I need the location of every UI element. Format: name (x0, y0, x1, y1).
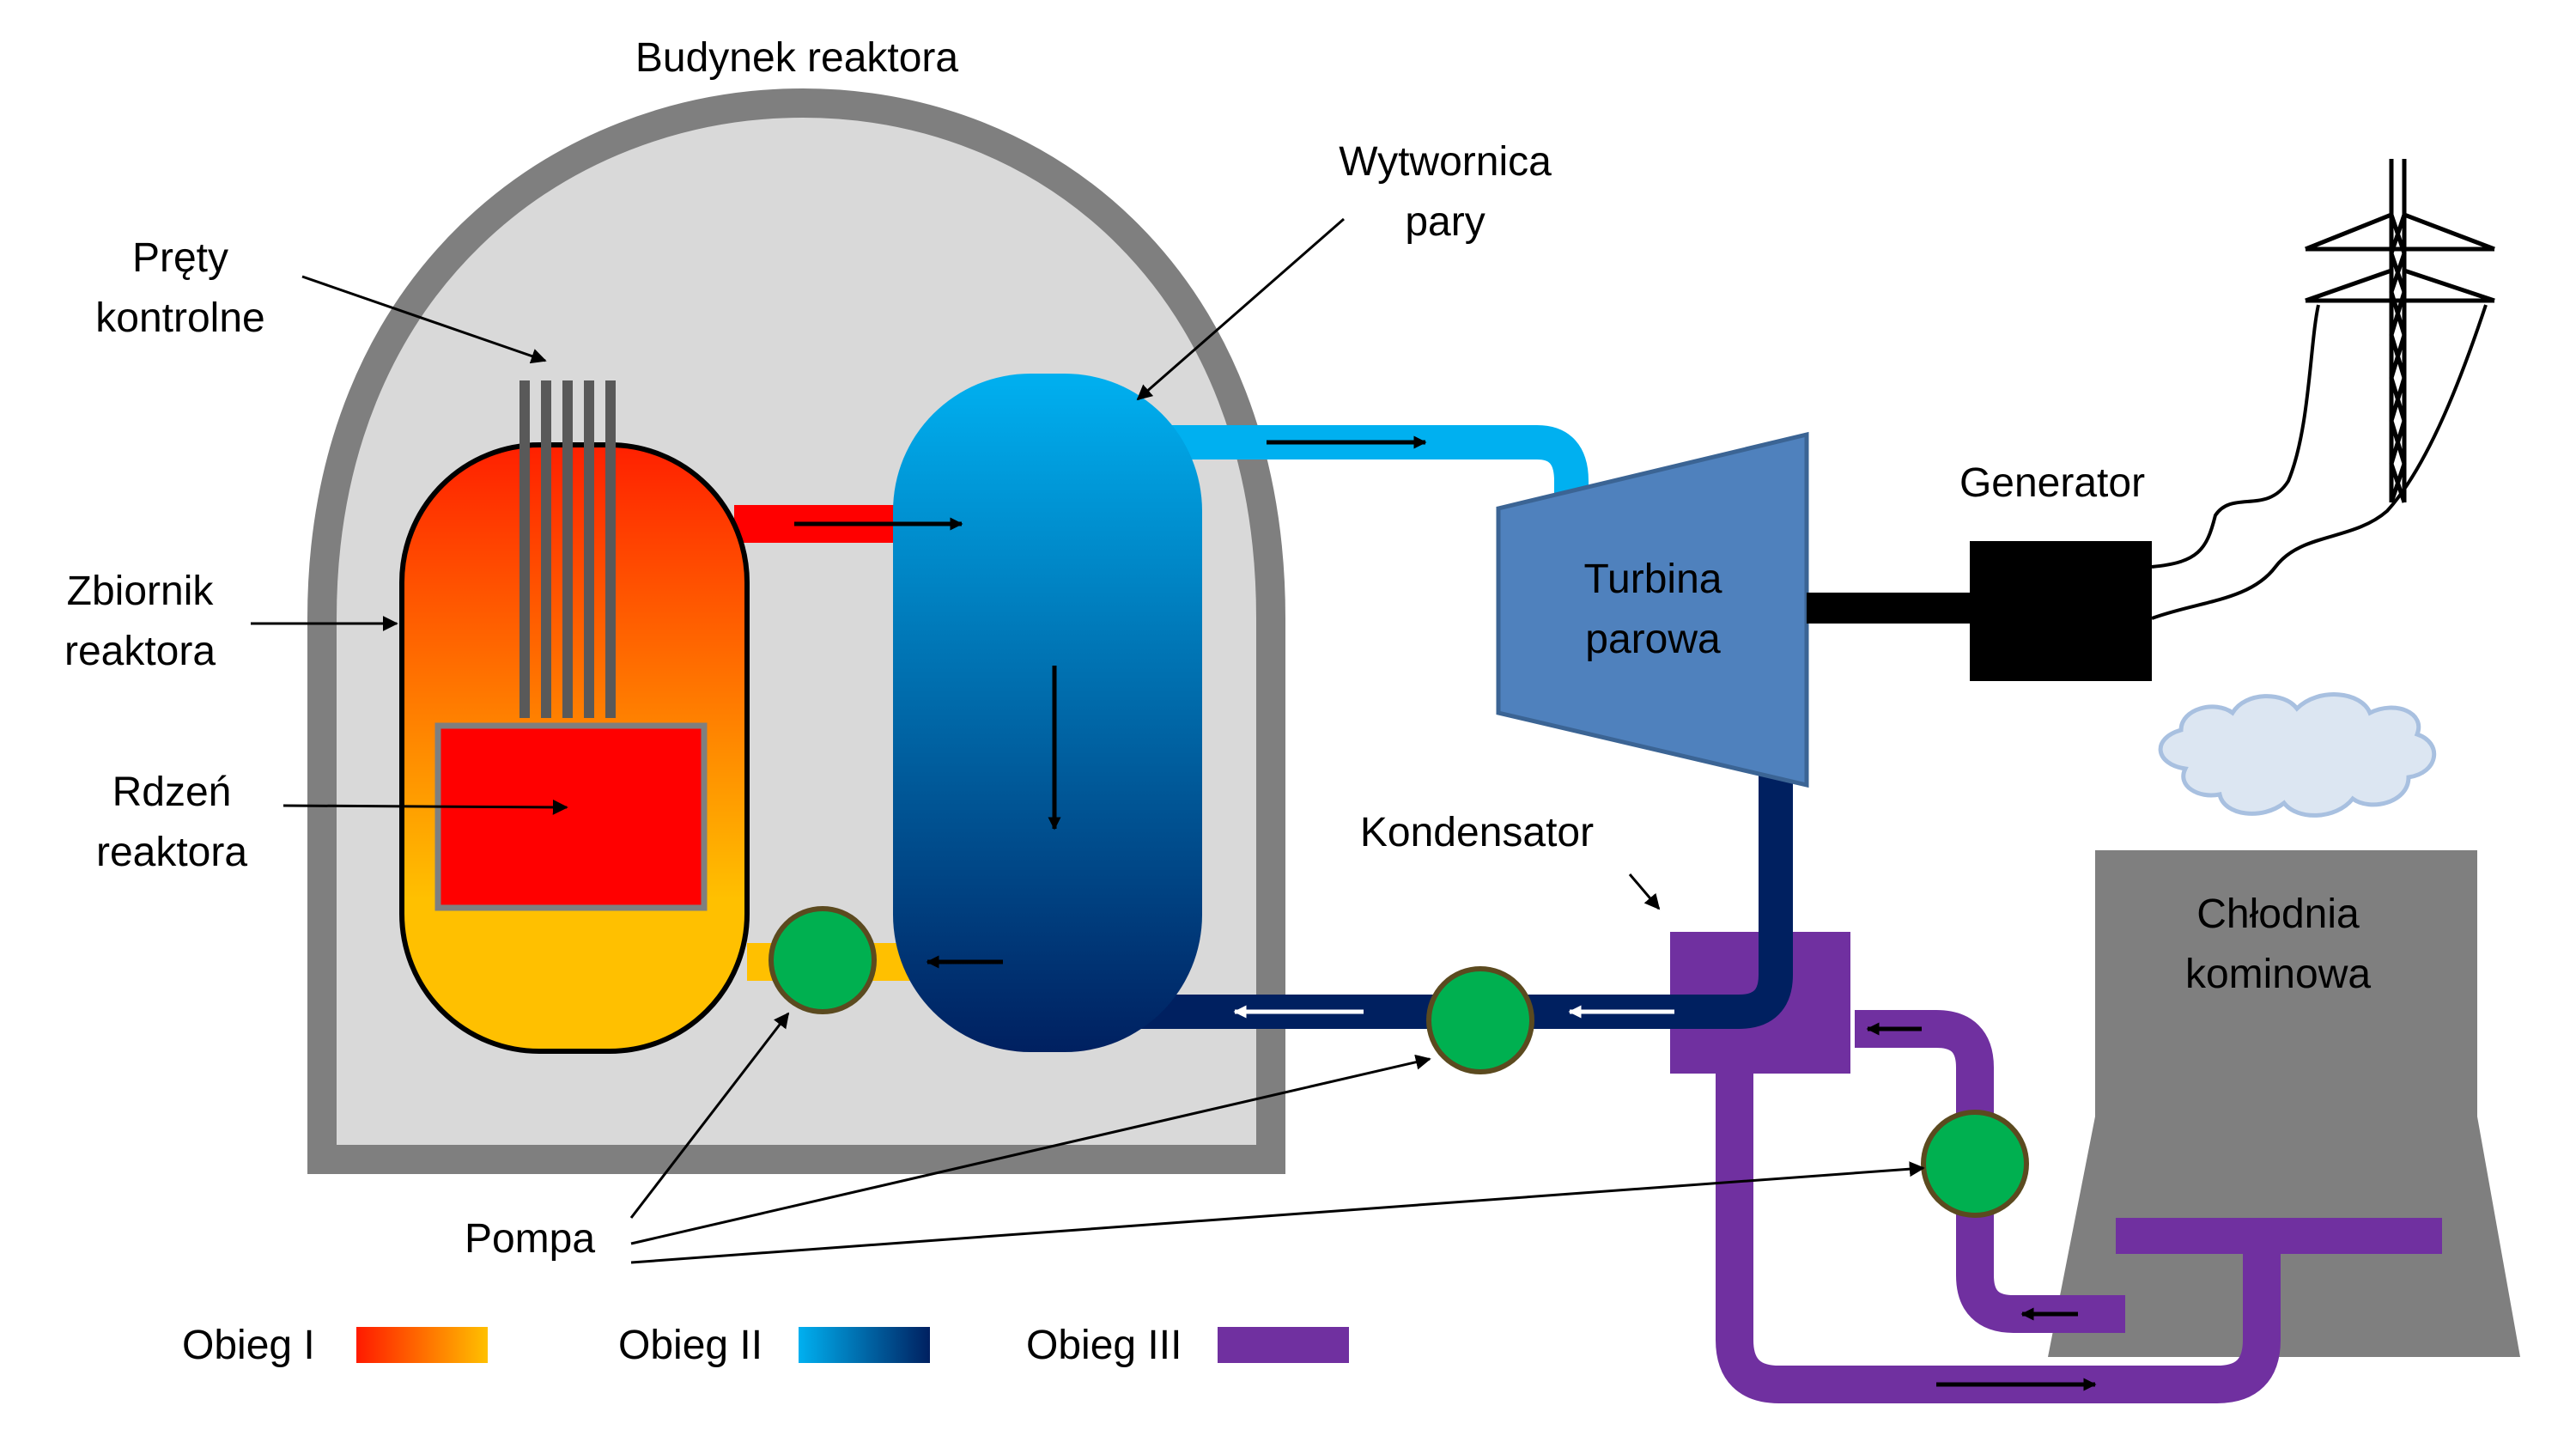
control-rods (519, 380, 616, 718)
reactor-vessel-label-2: reaktora (64, 629, 216, 674)
core-label-1: Rdzeń (112, 770, 232, 815)
pump-label: Pompa (465, 1216, 595, 1262)
turbine-label-2: parowa (1585, 617, 1721, 662)
reactor-building-label: Budynek reaktora (635, 35, 959, 81)
control-rods-label-2: kontrolne (95, 295, 264, 341)
spray-pipe (2116, 1218, 2442, 1254)
steam-generator-label-2: pary (1405, 199, 1485, 245)
legend-swatch-2 (799, 1327, 930, 1363)
core-label-2: reaktora (96, 830, 247, 875)
cloud-icon (2158, 692, 2437, 818)
legend-swatch-1 (356, 1327, 488, 1363)
legend-swatch-3 (1218, 1327, 1349, 1363)
legend-label-2: Obieg II (618, 1323, 762, 1368)
reactor-vessel-label-1: Zbiornik (67, 569, 215, 614)
generator (1970, 541, 2152, 681)
steam-generator-label-1: Wytwornica (1339, 139, 1552, 185)
legend: Obieg I Obieg II Obieg III (182, 1323, 1349, 1368)
legend-label-3: Obieg III (1026, 1323, 1182, 1368)
control-rods-label-1: Pręty (132, 235, 228, 281)
pointer-arrows (251, 217, 1925, 1264)
power-pylon-icon (2305, 159, 2495, 503)
turbine-shaft (1807, 593, 1970, 624)
reactor-core (434, 722, 708, 911)
steam-line (1168, 425, 1589, 494)
legend-label-1: Obieg I (182, 1323, 315, 1368)
flow-arrows (794, 435, 2097, 1391)
feedwater-pump (1426, 966, 1534, 1074)
power-lines (2151, 304, 2488, 620)
cooling-tower-label-1: Chłodnia (2196, 891, 2360, 937)
steam-generator (893, 374, 1202, 1052)
condensate-line (1116, 764, 1793, 1029)
cooling-tower-label-2: kominowa (2185, 952, 2371, 997)
generator-label: Generator (1959, 460, 2145, 506)
turbine (1496, 431, 1809, 788)
primary-pump (769, 906, 877, 1014)
turbine-label-1: Turbina (1584, 557, 1722, 602)
cooling-pump (1921, 1110, 2029, 1218)
condenser-label: Kondensator (1360, 810, 1594, 855)
